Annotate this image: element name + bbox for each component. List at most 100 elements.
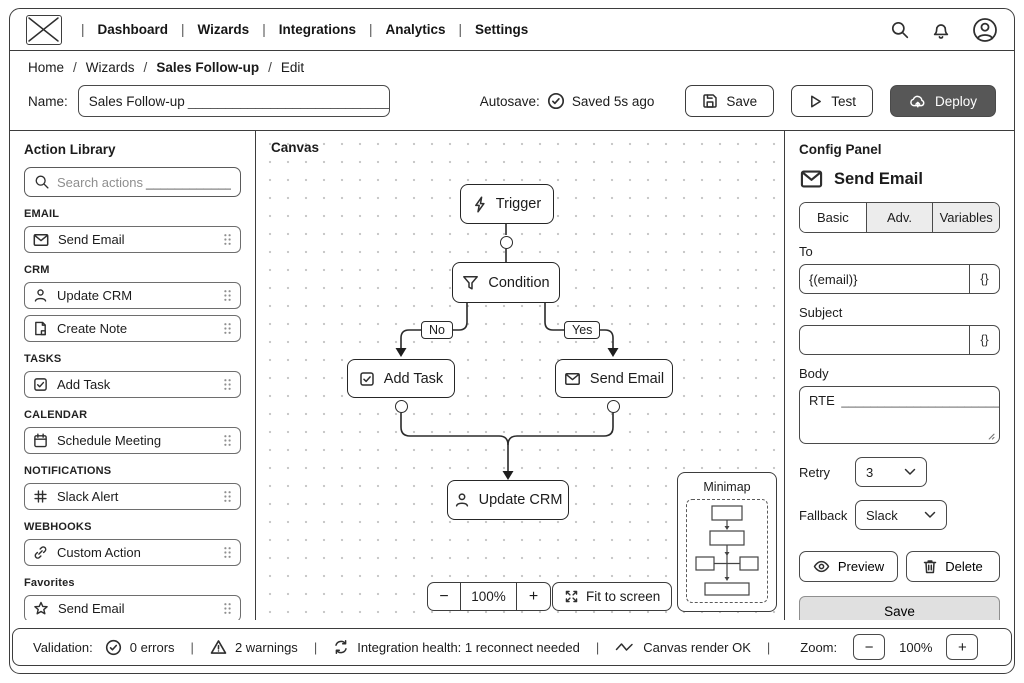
minimap-viewport	[686, 499, 768, 603]
action-slack-alert[interactable]: Slack Alert	[24, 483, 241, 510]
canvas-zoom-out-button[interactable]: −	[428, 583, 461, 610]
node-update-crm[interactable]: Update CRM	[447, 480, 569, 520]
action-create-note[interactable]: Create Note	[24, 315, 241, 342]
edge-label-yes[interactable]: Yes	[564, 321, 601, 339]
node-send-email[interactable]: Send Email	[555, 359, 673, 398]
cloud-upload-icon	[909, 93, 927, 109]
tab-advanced[interactable]: Adv.	[865, 203, 933, 232]
header-buttons: Save Test Deploy	[685, 85, 996, 117]
note-icon	[33, 321, 48, 336]
preview-button[interactable]: Preview	[799, 551, 898, 582]
chevron-down-icon	[924, 511, 936, 519]
navbar-actions	[890, 17, 998, 43]
drag-handle-icon[interactable]	[223, 289, 232, 302]
fallback-label: Fallback	[799, 507, 848, 523]
nav-item-integrations[interactable]: Integrations	[278, 22, 356, 37]
breadcrumb-wizards[interactable]: Wizards	[85, 60, 135, 75]
config-actions: Preview Delete	[799, 551, 1000, 582]
drag-handle-icon[interactable]	[223, 546, 232, 559]
search-actions-input[interactable]: Search actions________________	[24, 167, 241, 197]
drag-handle-icon[interactable]	[223, 378, 232, 391]
envelope-icon	[799, 169, 824, 189]
config-panel-title: Config Panel	[799, 142, 882, 157]
node-condition[interactable]: Condition	[452, 262, 560, 303]
floppy-icon	[702, 93, 718, 109]
action-add-task[interactable]: Add Task	[24, 371, 241, 398]
config-node-title: Send Email	[834, 169, 923, 188]
trash-icon	[923, 559, 937, 574]
nav-item-analytics[interactable]: Analytics	[385, 22, 446, 37]
add-task-output-port[interactable]	[394, 399, 408, 413]
delete-button-label: Delete	[945, 559, 983, 574]
breadcrumb-separator: /	[143, 60, 148, 75]
braces-icon[interactable]: {}	[969, 326, 999, 354]
retry-select[interactable]: 3	[855, 457, 927, 487]
node-trigger-label: Trigger	[495, 196, 542, 212]
breadcrumb-home[interactable]: Home	[28, 60, 65, 75]
nav-item-settings[interactable]: Settings	[475, 22, 529, 37]
workflow-canvas[interactable]: Canvas Trigger	[256, 131, 784, 620]
canvas-render-status: Canvas render OK	[615, 640, 751, 655]
delete-button[interactable]: Delete	[906, 551, 1000, 582]
fallback-select[interactable]: Slack	[855, 500, 947, 530]
node-add-task[interactable]: Add Task	[347, 359, 455, 398]
drag-handle-icon[interactable]	[223, 322, 232, 335]
logo-image-icon[interactable]	[26, 14, 62, 45]
node-trigger[interactable]: Trigger	[460, 184, 554, 224]
action-schedule-meeting[interactable]: Schedule Meeting	[24, 427, 241, 454]
validation-errors: 0 errors	[105, 639, 175, 656]
braces-icon[interactable]: {}	[969, 265, 999, 293]
drag-handle-icon[interactable]	[223, 434, 232, 447]
resize-handle-icon[interactable]	[986, 431, 995, 440]
bolt-icon	[473, 195, 487, 213]
canvas-zoom-control: − 100% +	[427, 582, 551, 611]
main-nav: | Dashboard | Wizards | Integrations | A…	[68, 22, 528, 37]
to-input[interactable]: {(email)}	[809, 271, 858, 287]
action-library-panel: Action Library Search actions___________…	[10, 131, 256, 620]
minimap[interactable]: Minimap	[677, 472, 777, 612]
body-textarea[interactable]: RTE ________________________	[799, 386, 1000, 444]
drag-handle-icon[interactable]	[223, 233, 232, 246]
body-label: Body	[799, 366, 829, 381]
action-custom-action[interactable]: Custom Action	[24, 539, 241, 566]
funnel-icon	[462, 275, 479, 291]
save-button[interactable]: Save	[685, 85, 775, 117]
breadcrumb-current-wizard[interactable]: Sales Follow-up	[156, 60, 260, 75]
autosave-status: Autosave: Saved 5s ago	[480, 92, 654, 110]
breadcrumb-edit[interactable]: Edit	[280, 60, 305, 75]
fallback-row: Fallback Slack	[799, 500, 1000, 530]
status-separator: |	[313, 639, 318, 655]
status-zoom-out-button[interactable]: −	[853, 634, 886, 660]
fit-to-screen-button[interactable]: Fit to screen	[552, 582, 673, 611]
trigger-output-port[interactable]	[499, 235, 513, 249]
tab-basic[interactable]: Basic	[800, 203, 866, 232]
eye-icon	[813, 560, 830, 573]
send-email-output-port[interactable]	[606, 399, 620, 413]
nav-item-wizards[interactable]: Wizards	[197, 22, 250, 37]
search-icon[interactable]	[890, 20, 910, 40]
config-tabs: Basic Adv. Variables	[799, 202, 1000, 233]
config-save-button[interactable]: Save	[799, 596, 1000, 620]
subject-input[interactable]	[800, 326, 969, 354]
action-send-email[interactable]: Send Email	[24, 226, 241, 253]
fit-screen-icon	[564, 589, 579, 604]
nav-item-dashboard[interactable]: Dashboard	[97, 22, 169, 37]
action-update-crm[interactable]: Update CRM	[24, 282, 241, 309]
drag-handle-icon[interactable]	[223, 602, 232, 615]
tab-variables[interactable]: Variables	[932, 203, 999, 232]
bell-icon[interactable]	[931, 20, 951, 40]
calendar-icon	[33, 433, 48, 448]
canvas-zoom-in-button[interactable]: +	[516, 583, 550, 610]
wizard-name-input[interactable]: Sales Follow-up ________________________…	[77, 85, 390, 117]
avatar-icon[interactable]	[972, 17, 998, 43]
action-favorite-send-email[interactable]: Send Email	[24, 595, 241, 620]
edge-label-no[interactable]: No	[421, 321, 453, 339]
test-button[interactable]: Test	[791, 85, 873, 117]
deploy-button[interactable]: Deploy	[889, 85, 996, 117]
status-zoom-in-button[interactable]: +	[946, 634, 979, 660]
nav-separator: |	[181, 22, 185, 37]
nav-separator: |	[368, 22, 373, 37]
user-icon	[454, 492, 470, 508]
user-icon	[33, 288, 48, 303]
drag-handle-icon[interactable]	[223, 490, 232, 503]
